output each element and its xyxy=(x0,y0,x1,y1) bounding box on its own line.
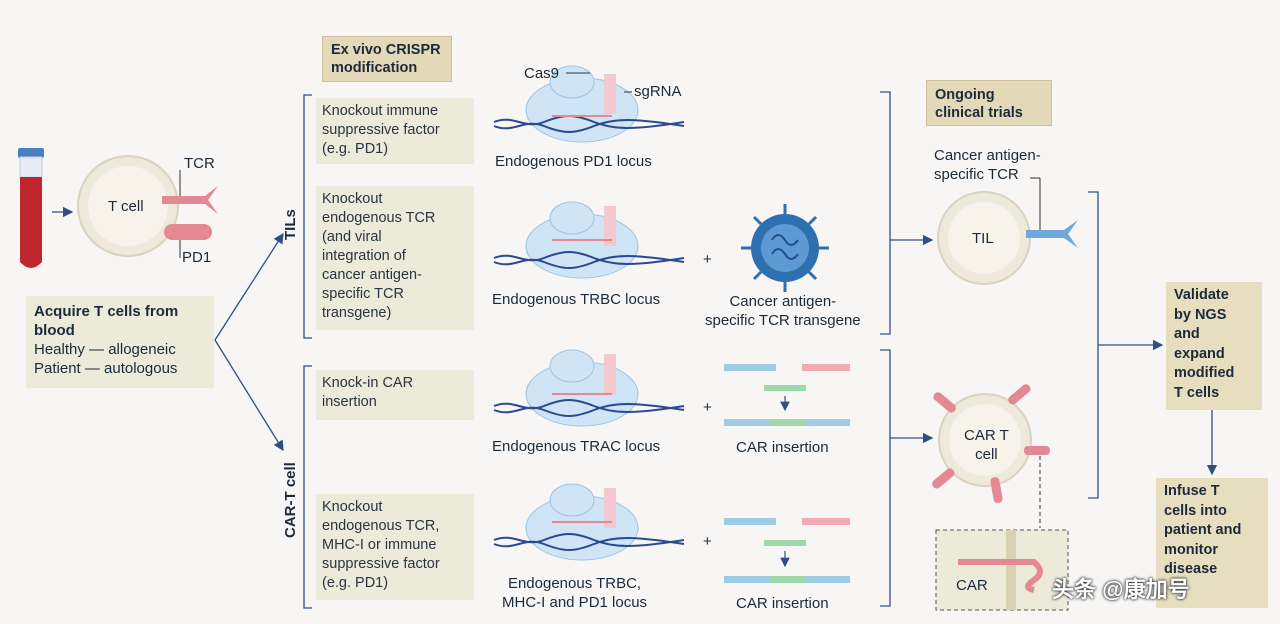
crispr-complex-icon-3 xyxy=(493,349,685,427)
virus-icon xyxy=(741,204,829,292)
healthy-label: Healthy — allogeneic xyxy=(34,341,176,358)
row-3-locus: Endogenous TRAC locus xyxy=(492,438,661,455)
row-4-locus: Endogenous TRBC, MHC-I and PD1 locus xyxy=(502,575,648,611)
car-insertion-label-2: CAR insertion xyxy=(736,595,829,612)
blood-tube-icon xyxy=(18,148,44,268)
crispr-complex-icon-1 xyxy=(493,65,685,143)
tils-group-label: TILs xyxy=(282,209,299,240)
plus-sign-2: + xyxy=(703,251,712,268)
row-2-locus: Endogenous TRBC locus xyxy=(492,291,661,308)
car-t-cell-label: CAR T cell xyxy=(964,427,1009,463)
row-2-description: Knockout endogenous TCR (and viral integ… xyxy=(316,186,474,330)
til-label: TIL xyxy=(972,230,994,247)
car-label: CAR xyxy=(956,577,988,594)
row-4-description: Knockout endogenous TCR, MHC-I or immune… xyxy=(316,494,474,600)
acquire-title: Acquire T cells from blood xyxy=(34,303,179,339)
t-cell-label: T cell xyxy=(108,198,144,215)
sgrna-label: sgRNA xyxy=(634,83,682,100)
plus-sign-3: + xyxy=(703,399,712,416)
tcr-transgene-label: Cancer antigen- specific TCR transgene xyxy=(705,293,861,329)
patient-label: Patient — autologous xyxy=(34,360,178,377)
tcr-label: TCR xyxy=(184,155,215,172)
car-insertion-dna-icon-1 xyxy=(724,364,850,426)
plus-sign-4: + xyxy=(703,533,712,550)
row-3-description: Knock-in CAR insertion xyxy=(316,370,474,420)
car-insertion-label-1: CAR insertion xyxy=(736,439,829,456)
crispr-complex-icon-4 xyxy=(493,483,685,561)
cas9-label: Cas9 xyxy=(524,65,560,82)
crispr-complex-icon-2 xyxy=(493,201,685,279)
cart-group-label: CAR-T cell xyxy=(282,462,299,538)
validate-box: Validate by NGS and expand modified T ce… xyxy=(1166,282,1262,410)
car-inset-box xyxy=(935,529,1069,611)
car-t-cell-icon xyxy=(932,384,1050,528)
til-cell-icon xyxy=(937,177,1078,285)
acquire-cells-box: Acquire T cells from blood Healthy — all… xyxy=(26,296,214,388)
t-cell-icon xyxy=(77,155,218,258)
infuse-box: Infuse T cells into patient and monitor … xyxy=(1156,478,1268,608)
watermark: 头条 @康加号 xyxy=(1052,577,1190,602)
car-insertion-dna-icon-2 xyxy=(724,518,850,583)
til-tcr-label: Cancer antigen- specific TCR xyxy=(934,147,1041,183)
row-1-description: Knockout immune suppressive factor (e.g.… xyxy=(316,98,474,164)
row-1-locus: Endogenous PD1 locus xyxy=(495,153,652,170)
process-header: Ex vivo CRISPR modification xyxy=(322,36,452,82)
ongoing-trials-label: Ongoing clinical trials xyxy=(926,80,1052,126)
pd1-label: PD1 xyxy=(182,249,212,266)
